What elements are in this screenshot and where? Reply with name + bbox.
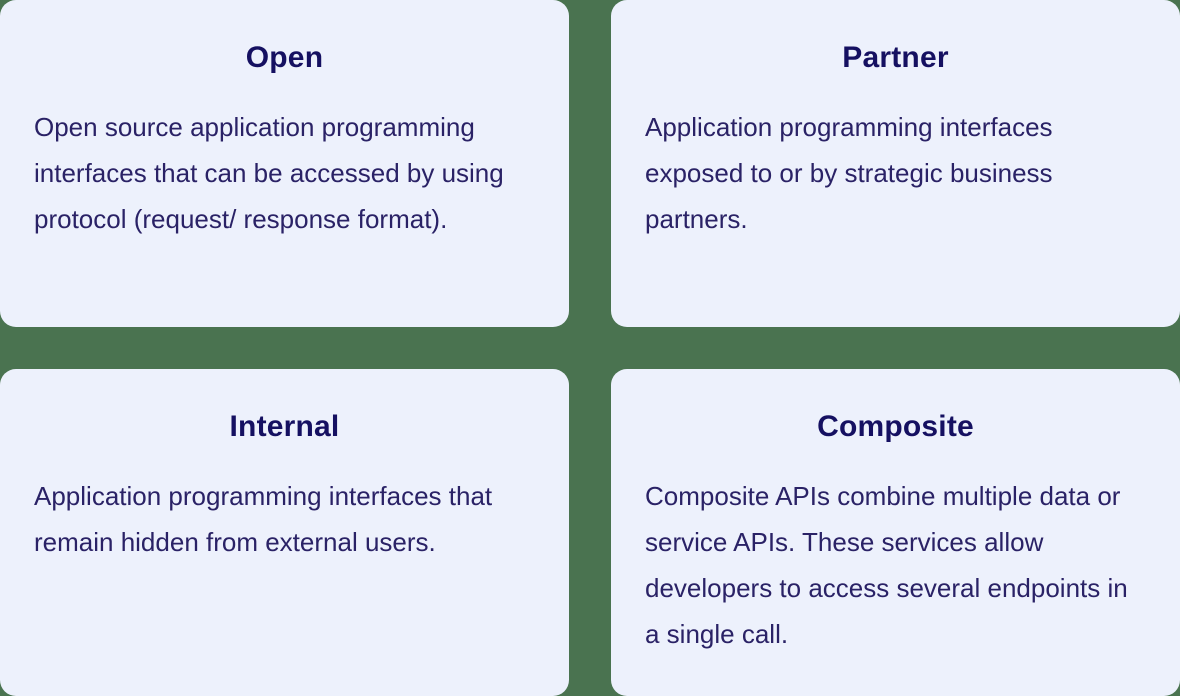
card-open-title: Open (245, 41, 324, 74)
card-internal-title: Internal (229, 410, 340, 443)
card-internal: Internal Application programming interfa… (0, 369, 569, 696)
card-internal-description: Application programming interfaces that … (34, 481, 493, 557)
card-open-description: Open source application programming inte… (34, 112, 504, 234)
card-partner-description: Application programming interfaces expos… (645, 112, 1053, 234)
card-composite-description: Composite APIs combine multiple data or … (645, 481, 1128, 649)
card-composite-title: Composite (817, 410, 974, 443)
card-partner-title: Partner (842, 41, 949, 74)
card-composite: Composite Composite APIs combine multipl… (611, 369, 1180, 696)
card-partner: Partner Application programming interfac… (611, 0, 1180, 327)
card-open: Open Open source application programming… (0, 0, 569, 327)
